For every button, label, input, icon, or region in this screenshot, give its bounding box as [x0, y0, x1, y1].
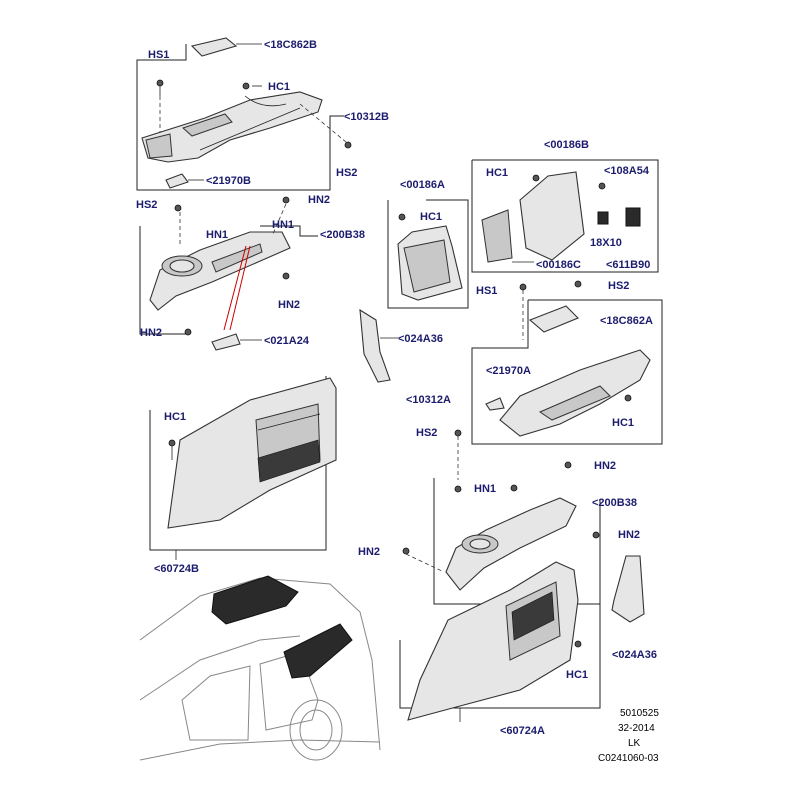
box-60724a: [399, 560, 601, 709]
label-18x10: 18X10: [590, 237, 622, 249]
group-00186a: [387, 199, 469, 309]
label-021a24: <021A24: [264, 335, 310, 347]
label-21970b: <21970B: [206, 175, 251, 187]
label-hs2-left: HS2: [136, 199, 157, 211]
label-60724b: <60724B: [154, 563, 199, 575]
box-00186a: [387, 199, 469, 309]
label-hn2-e: HN2: [618, 529, 640, 541]
part-00186b: [519, 171, 585, 261]
label-hs2-r2: HS2: [416, 427, 437, 439]
label-hn2-a: HN2: [308, 194, 330, 206]
highlight-panel-right: [283, 623, 353, 679]
label-200b38-bot: <200B38: [592, 497, 637, 509]
label-hn2-f: HN2: [358, 546, 380, 558]
part-10312b: [141, 91, 323, 163]
label-60724a: <60724A: [500, 725, 545, 737]
label-hn2-c: HN2: [140, 327, 162, 339]
part-18c862b: [190, 37, 238, 57]
label-hs1-top: HS1: [148, 49, 169, 61]
part-024a36-mid: [359, 308, 398, 383]
label-hn2-d: HN2: [594, 460, 616, 472]
group-200b38-top: [139, 196, 318, 351]
label-10312b: <10312B: [344, 111, 389, 123]
box-10312a: [471, 299, 663, 445]
label-hc1-c: HC1: [612, 417, 634, 429]
group-200b38-bot: [402, 461, 601, 605]
box-200b38-top: [139, 226, 190, 335]
part-21970a: [485, 397, 505, 411]
box-00186b: [471, 159, 659, 273]
label-024a36-mid: <024A36: [398, 333, 443, 345]
label-00186c: <00186C: [536, 259, 581, 271]
group-10312b: [136, 37, 352, 191]
label-hn2-b: HN2: [278, 299, 300, 311]
part-021a24: [211, 333, 241, 351]
group-60724a: [399, 555, 645, 722]
box-10312b: [136, 44, 344, 191]
ref-line-2: 32-2014: [618, 723, 655, 734]
group-00186b: [471, 159, 659, 273]
label-hc1-d: HC1: [566, 669, 588, 681]
part-10312a: [499, 349, 651, 437]
label-18c862a: <18C862A: [600, 315, 653, 327]
ref-line-1: 5010525: [620, 708, 659, 719]
label-024a36-bot: <024A36: [612, 649, 657, 661]
label-10312a: <10312A: [406, 394, 451, 406]
part-00186c: [481, 209, 513, 263]
label-hc1-top: HC1: [268, 81, 290, 93]
label-hc1-a: HC1: [420, 211, 442, 223]
label-hn1-a: HN1: [206, 229, 228, 241]
label-21970a: <21970A: [486, 365, 531, 377]
part-024a36-bot: [611, 555, 645, 623]
label-hs2-right: HS2: [608, 280, 629, 292]
ref-line-3: LK: [628, 738, 641, 749]
label-00186b: <00186B: [544, 139, 589, 151]
group-60724b: [149, 376, 337, 560]
label-hs2-top: HS2: [336, 167, 357, 179]
label-hn1-b: HN1: [272, 219, 294, 231]
part-18c862a: [528, 305, 579, 333]
group-10312a: [454, 280, 663, 480]
vehicle-locator-illustration: [139, 575, 381, 761]
label-108a54: <108A54: [604, 165, 650, 177]
label-hc1-b: HC1: [486, 167, 508, 179]
fastener-hs1-top: [156, 79, 164, 87]
label-00186a: <00186A: [400, 179, 445, 191]
label-200b38-top: <200B38: [320, 229, 365, 241]
label-611b90: <611B90: [606, 259, 650, 271]
highlight-panel-left: [211, 575, 299, 625]
part-21970b: [165, 173, 189, 189]
label-hc1-mid: HC1: [164, 411, 186, 423]
label-hn1-c: HN1: [474, 483, 496, 495]
label-18c862b: <18C862B: [264, 39, 317, 51]
label-hs1-right: HS1: [476, 285, 497, 297]
ref-line-4: C0241060-03: [598, 753, 659, 764]
